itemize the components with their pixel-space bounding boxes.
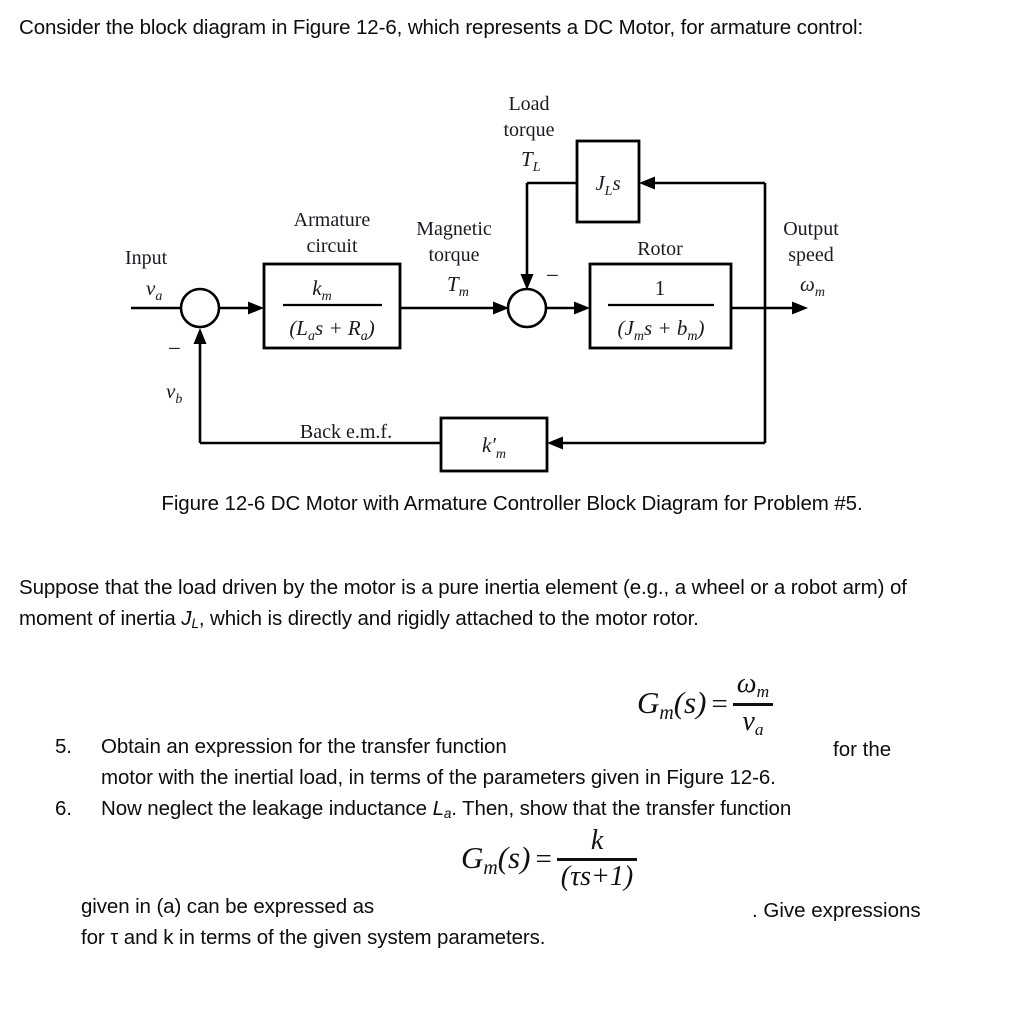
label-magnetic-torque-symbol: Tm [447, 272, 469, 300]
label-load-torque-symbol: TL [521, 147, 541, 175]
suppose-paragraph: Suppose that the load driven by the moto… [19, 572, 979, 639]
label-input: Input [125, 247, 168, 269]
intro-paragraph: Consider the block diagram in Figure 12-… [19, 16, 864, 39]
eq2-lhs-args: (s) [497, 840, 531, 876]
block-back-emf-gain: k′m [439, 416, 549, 473]
equation-transfer-function-1: Gm(s)= ωm va [637, 668, 774, 740]
label-output-speed-line1: Output [783, 218, 839, 240]
eq2-numerator: k [590, 825, 604, 856]
label-armature-circuit-line1: Armature [294, 209, 371, 231]
eq2-lhs-G: G [461, 840, 484, 876]
label-load-torque-line1: Load [508, 93, 549, 115]
label-magnetic-torque-line1: Magnetic [416, 218, 492, 240]
eq1-numerator: ωm [736, 668, 770, 701]
list-item-number-5: 5. [55, 735, 72, 758]
wire-rotor-output [731, 301, 808, 315]
suppose-text-part1: Suppose that the load driven by the moto… [19, 576, 907, 630]
eq2-equals: = [535, 843, 552, 876]
armature-denominator: (Las + Ra) [289, 316, 374, 344]
eq1-fraction: ωm va [732, 668, 774, 739]
eq1-lhs-sub: m [659, 702, 674, 725]
eq1-lhs-G: G [637, 685, 660, 721]
problem5-text-continued: motor with the inertial load, in terms o… [101, 766, 776, 789]
eq2-fraction-bar [556, 857, 638, 861]
summing-junction-torque [506, 287, 548, 329]
eq1-equals: = [711, 688, 728, 721]
suppose-text-part2: , which is directly and rigidly attached… [198, 607, 699, 630]
problem6-text-before-a: Now neglect the leakage inductance [101, 797, 433, 820]
block-armature-circuit: km (Las + Ra) [262, 262, 402, 350]
label-back-emf: Back e.m.f. [300, 421, 392, 443]
problem5-text-after: for the [833, 738, 892, 761]
label-output-speed-line2: speed [788, 244, 834, 266]
problem6-text-before-b: . Then, show that the transfer function [451, 797, 792, 820]
inertia-subscript: L [191, 615, 199, 631]
wire-output-to-load-inertia [639, 176, 765, 190]
rotor-numerator: 1 [655, 276, 666, 300]
figure-caption: Figure 12-6 DC Motor with Armature Contr… [161, 492, 863, 515]
wire-load-torque-to-sum2 [520, 181, 577, 290]
eq1-denominator: va [742, 705, 764, 739]
eq1-lhs-args: (s) [673, 685, 707, 721]
label-magnetic-torque-line2: torque [428, 244, 479, 266]
list-item-number-6: 6. [55, 797, 72, 820]
label-armature-circuit-line2: circuit [306, 235, 358, 257]
wire-sum2-to-rotor [545, 301, 590, 315]
rotor-denominator: (Jms + bm) [618, 316, 705, 344]
eq2-fraction: k (τs+1) [556, 825, 638, 892]
wire-back-emf-to-sum1 [193, 328, 441, 445]
minus-sign-input-junction: − [168, 336, 181, 361]
problem5-text-before: Obtain an expression for the transfer fu… [101, 735, 507, 758]
block-rotor: 1 (Jms + bm) [588, 262, 733, 350]
label-load-torque-line2: torque [503, 119, 554, 141]
eq2-denominator: (τs+1) [560, 860, 634, 892]
wire-sum1-to-armature [219, 301, 264, 315]
inductance-symbol: L [432, 797, 444, 820]
inductance-subscript: a [443, 805, 452, 821]
problem-list: 5. Obtain an expression for the transfer… [19, 731, 1004, 953]
label-back-emf-signal: vb [166, 379, 182, 407]
eq2-lhs-sub: m [483, 857, 498, 880]
list-item: 6. Now neglect the leakage inductance La… [19, 793, 1004, 953]
label-input-signal: va [146, 276, 162, 304]
eq1-fraction-bar [732, 702, 774, 706]
problem6-text-after: . Give expressions [752, 899, 921, 922]
list-item: 5. Obtain an expression for the transfer… [19, 731, 1004, 793]
problem6-text-mid: given in (a) can be expressed as [81, 894, 375, 918]
block-diagram-figure: − − km (Las + Ra) 1 (Jms + bm) JLs [0, 80, 1024, 490]
inertia-symbol: J [181, 607, 192, 630]
summing-junction-input [179, 287, 221, 329]
minus-sign-torque-junction: − [546, 263, 559, 288]
block-load-inertia: JLs [575, 139, 641, 224]
label-output-speed-symbol: ωm [800, 272, 825, 300]
problem6-text-continued: for τ and k in terms of the given system… [81, 925, 546, 949]
equation-transfer-function-2: Gm(s)= k (τs+1) [461, 825, 638, 893]
label-rotor: Rotor [637, 238, 683, 260]
wire-armature-to-sum2 [400, 301, 509, 315]
wire-output-to-back-emf [547, 436, 765, 450]
